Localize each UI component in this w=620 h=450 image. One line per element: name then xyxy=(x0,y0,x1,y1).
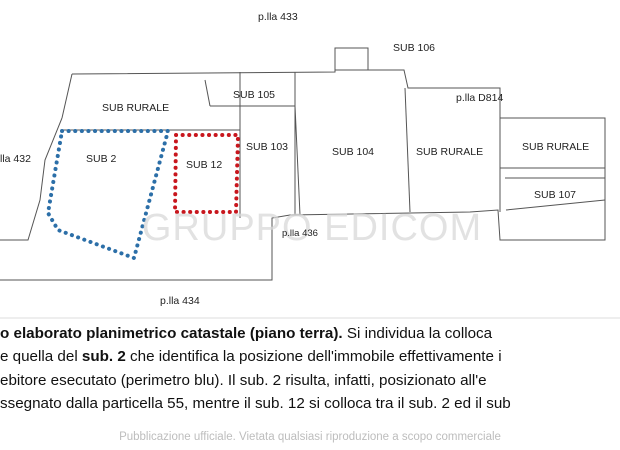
sub103-label: SUB 103 xyxy=(246,141,288,153)
parcel-436-label: p.lla 436 xyxy=(282,228,318,239)
building-outline xyxy=(0,47,606,281)
sub12-perimeter xyxy=(172,133,241,214)
parcel-433-label: p.lla 433 xyxy=(258,11,298,23)
caption-line-2-bold: sub. 2 xyxy=(81,348,126,366)
sub105-label: SUB 105 xyxy=(233,89,275,101)
sub107-label: SUB 107 xyxy=(534,189,576,201)
footer-notice: Pubblicazione ufficiale. Vietata qualsia… xyxy=(119,431,501,443)
sub-rurale-1-label: SUB RURALE xyxy=(102,102,169,114)
caption-line-3: ebitore esecutato (perimetro blu). Il su… xyxy=(0,371,487,389)
cadastral-floor-plan: GRUPPO EDICOM p.lla 433 lla 432 p.lla 43… xyxy=(0,11,620,319)
watermark: GRUPPO EDICOM xyxy=(142,207,482,249)
parcel-434-label: p.lla 434 xyxy=(160,295,200,307)
caption-line-2-start: e quella del xyxy=(0,348,82,366)
caption-line-4: ssegnato dalla particella 55, mentre il … xyxy=(0,395,511,413)
sub-rurale-2-label: SUB RURALE xyxy=(416,146,483,158)
sub104-label: SUB 104 xyxy=(332,146,374,158)
sub2-perimeter xyxy=(45,129,171,261)
caption-line-2: e quella del sub. 2 che identifica la po… xyxy=(0,345,620,368)
parcel-d814-label: p.lla D814 xyxy=(456,92,503,104)
caption-line-2-rest: che identifica la posizione dell'immobil… xyxy=(125,348,502,366)
caption-line-1: o elaborato planimetrico catastale (pian… xyxy=(0,322,620,345)
sub2-label: SUB 2 xyxy=(86,153,117,165)
caption-line-1-bold: o elaborato planimetrico catastale (pian… xyxy=(0,325,343,342)
parcel-432-label: lla 432 xyxy=(0,153,31,165)
sub106-label: SUB 106 xyxy=(393,42,435,54)
sub-rurale-3-label: SUB RURALE xyxy=(522,141,589,153)
caption-line-1-rest: Si individua la colloca xyxy=(342,325,493,342)
sub12-label: SUB 12 xyxy=(186,159,222,171)
figure-caption: o elaborato planimetrico catastale (pian… xyxy=(0,322,620,434)
